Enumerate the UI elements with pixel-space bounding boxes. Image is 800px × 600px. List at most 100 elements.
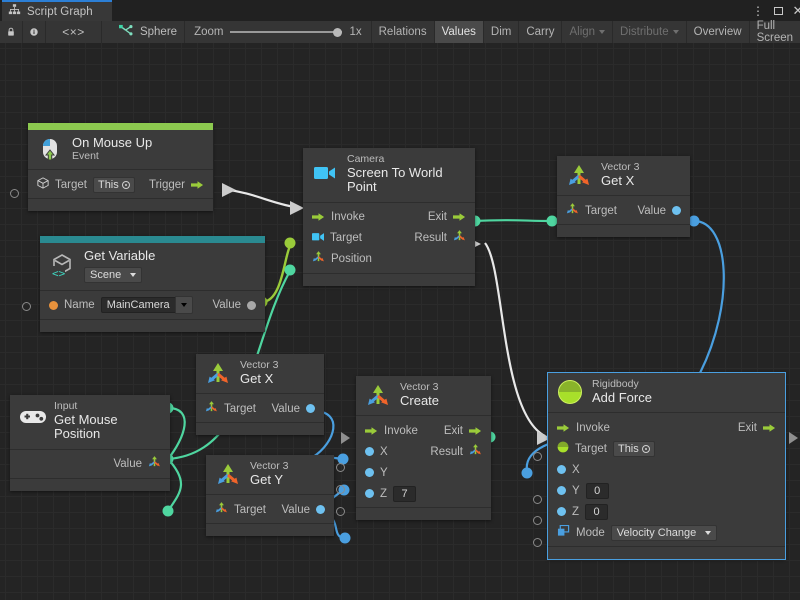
camera-port-icon[interactable] [312,229,324,247]
float-port-dot[interactable] [365,468,374,478]
add-force-exit-arrow[interactable] [789,432,798,444]
float-port-dot[interactable] [557,507,566,517]
flow-in-arrow-icon[interactable] [312,212,325,222]
node-vector3-get-x-mid[interactable]: Vector 3 Get X Target [196,354,324,436]
toolbar-button-dim[interactable]: Dim [484,21,520,43]
gamepad-icon [19,408,46,434]
vector3-port-icon[interactable] [148,455,161,473]
script-machine-object[interactable]: Sphere [102,21,186,43]
x-label: X [572,463,580,476]
target-picker-icon[interactable] [121,180,130,189]
vector3-create-z-ring[interactable] [336,507,345,516]
node-title: Create [400,392,440,408]
kebab-menu-icon[interactable]: ⋮ [752,3,764,18]
maximize-icon[interactable] [768,0,788,21]
info-icon[interactable] [23,21,46,43]
vector3-icon [365,382,391,408]
target-this-value[interactable]: This [612,440,655,457]
variable-dropdown-button[interactable] [174,296,193,315]
string-port-dot[interactable] [49,300,58,310]
node-input-ring[interactable] [22,302,31,311]
node-subtitle: Rigidbody [592,378,639,390]
label: Values [441,26,476,38]
tab-script-graph[interactable]: Script Graph [2,0,112,21]
target-label: Target [575,442,607,455]
node-on-mouse-up[interactable]: On Mouse Up Event Target [10,123,213,212]
flow-out-arrow-icon[interactable] [469,426,482,436]
toolbar-button-distribute[interactable]: Distribute [613,21,687,43]
exit-label: Exit [737,421,757,434]
variable-name-field[interactable]: MainCamera [100,296,193,315]
chevron-down-icon [672,30,679,34]
port-row-z: Z 0 [548,501,785,522]
node-footer [40,318,265,332]
target-this-value[interactable]: This [92,176,135,193]
node-title: Add Force [592,389,652,405]
toolbar-button-overview[interactable]: Overview [687,21,750,43]
node-vector3-get-y[interactable]: Vector 3 Get Y Target [206,455,334,537]
z-value-input[interactable]: 7 [393,485,417,502]
node-footer [206,523,334,537]
toolbar-button-carry[interactable]: Carry [519,21,563,43]
vector3-create-invoke-arrow[interactable] [341,432,350,444]
port-row-value: Value [10,454,170,475]
vector3-port-icon[interactable] [215,501,228,519]
toolbar-button-values[interactable]: Values [434,21,484,43]
float-port-dot[interactable] [672,206,681,216]
float-port-dot[interactable] [365,489,374,499]
flow-in-arrow-icon[interactable] [365,426,378,436]
zoom-slider[interactable] [230,27,343,37]
target-picker-icon[interactable] [641,444,650,453]
force-mode-dropdown[interactable]: Velocity Change [610,524,718,541]
y-label: Y [572,484,580,497]
node-input-ring[interactable] [10,189,19,198]
toolbar-button-align[interactable]: Align [562,21,614,43]
rigidbody-port-icon[interactable] [557,440,569,458]
flow-out-arrow-icon[interactable] [763,423,776,433]
float-port-dot[interactable] [557,486,566,496]
node-ports: Invoke Exit [303,201,475,273]
value: Velocity Change [616,526,697,539]
vector3-port-icon[interactable] [312,250,325,268]
flow-out-arrow-icon[interactable] [453,212,466,222]
add-force-target-ring[interactable] [533,452,542,461]
vector3-create-y-ring[interactable] [336,485,345,494]
node-vector3-create[interactable]: Vector 3 Create Invoke Exit [356,376,491,521]
node-vector3-get-x-top[interactable]: Vector 3 Get X Target [557,156,690,238]
port-row-target-value: Target Value [196,398,324,419]
toolbar-button-relations[interactable]: Relations [372,21,435,43]
z-value-input[interactable]: 0 [585,503,609,520]
graph-canvas[interactable]: On Mouse Up Event Target [0,43,800,600]
node-get-variable[interactable]: <> Get Variable Scene Name [22,236,265,332]
float-port-dot[interactable] [316,505,325,515]
node-add-force[interactable]: Rigidbody Add Force Invoke Exit [547,371,786,561]
vector3-create-x-ring[interactable] [336,463,345,472]
y-value-input[interactable]: 0 [585,482,609,499]
enum-port-icon[interactable] [557,524,570,542]
add-force-mode-ring[interactable] [533,538,542,547]
vector3-port-icon[interactable] [205,400,218,418]
flow-out-arrow-icon[interactable] [191,180,204,190]
node-ports: Target This Trigger [28,169,213,198]
node-titles: Input Get Mouse Position [54,400,161,442]
close-icon[interactable]: ✕ [792,3,800,18]
toolbar-button-full-screen[interactable]: Full Screen [750,20,800,44]
zoom-control[interactable]: Zoom 1x [185,21,372,43]
node-subtitle: Camera [347,153,385,165]
vector3-port-icon[interactable] [566,202,579,220]
node-title: Screen To World Point [347,164,443,195]
variable-scope-dropdown[interactable]: Scene [84,266,143,283]
vector3-port-icon[interactable] [469,443,482,461]
vector3-port-icon[interactable] [453,229,466,247]
code-brackets-icon[interactable]: <×> [46,21,102,43]
lock-icon[interactable] [0,21,23,43]
add-force-y-ring[interactable] [533,495,542,504]
float-port-dot[interactable] [365,447,374,457]
node-screen-to-world-point[interactable]: Camera Screen To World Point Invoke Exit [303,148,475,286]
float-port-dot[interactable] [306,404,315,414]
float-port-dot[interactable] [557,465,566,475]
flow-in-arrow-icon[interactable] [557,423,570,433]
value-port-dot[interactable] [247,300,256,310]
add-force-z-ring[interactable] [533,516,542,525]
node-get-mouse-position[interactable]: Input Get Mouse Position Value [10,395,170,491]
